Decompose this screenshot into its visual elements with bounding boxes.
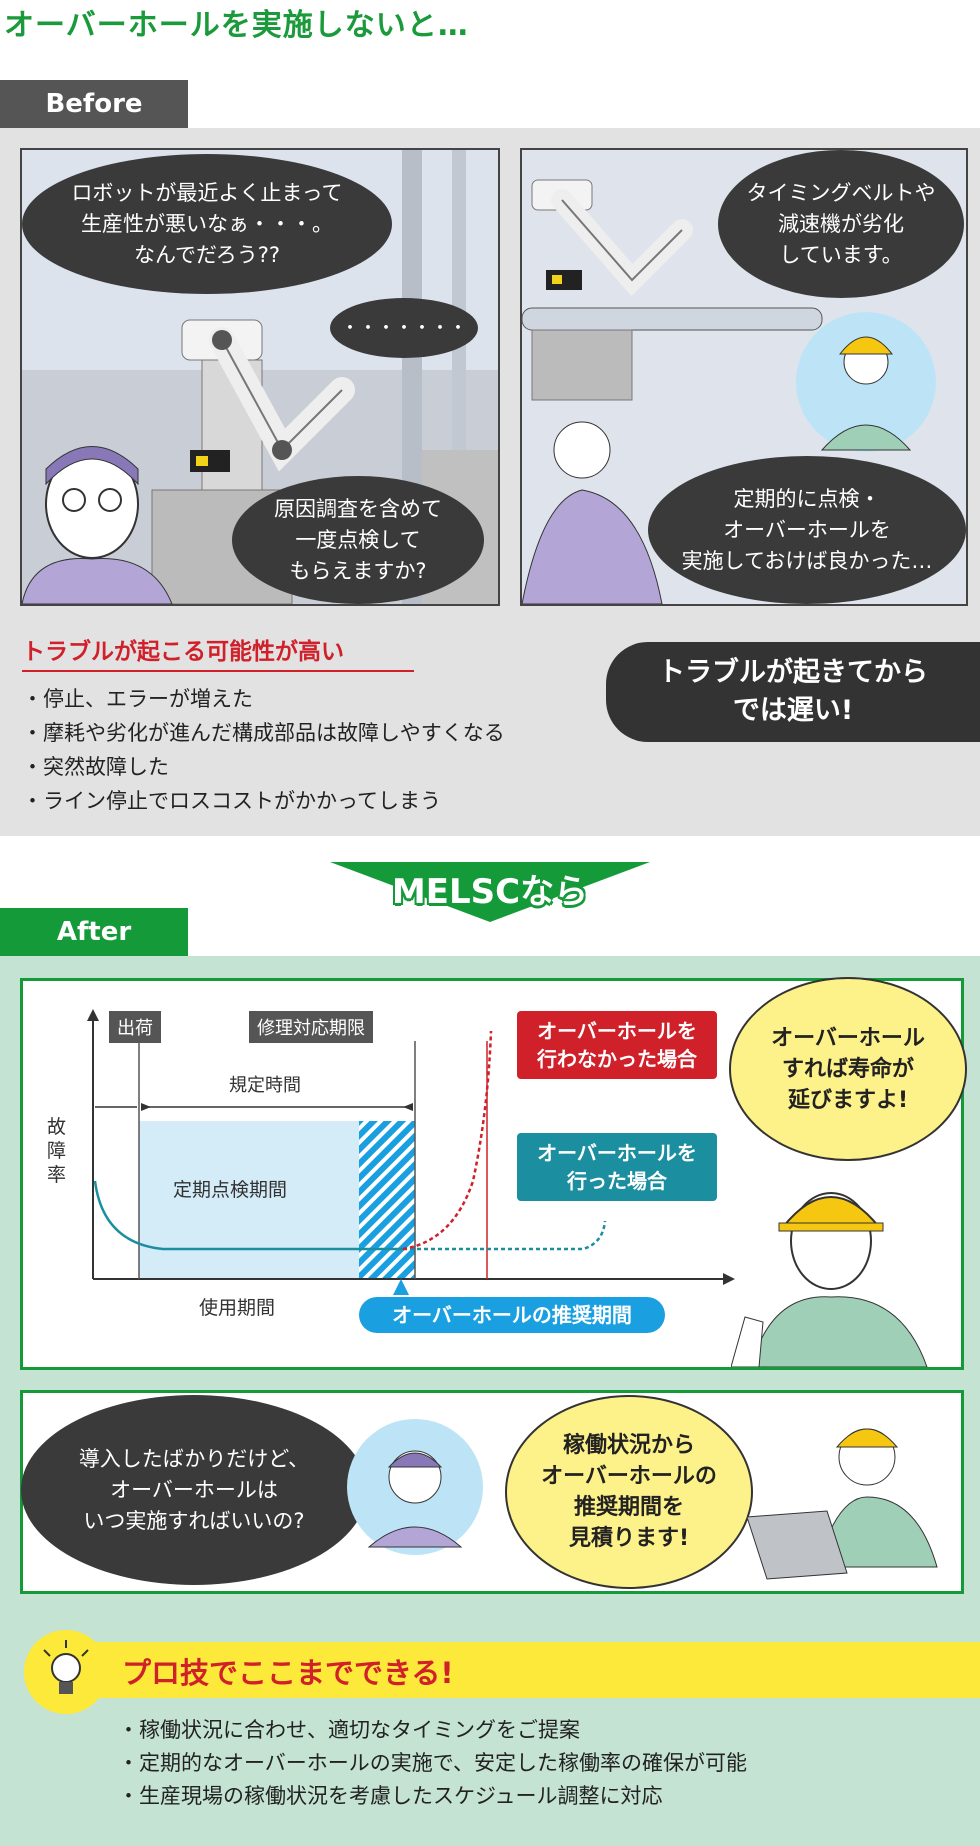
speech-bubble-parts-degraded: タイミングベルトや 減速機が劣化 しています。 bbox=[718, 150, 964, 298]
before-tab: Before bbox=[0, 80, 188, 128]
list-item: 定期的なオーバーホールの実施で、安定した稼働率の確保が可能 bbox=[118, 1747, 958, 1780]
after-tab: After bbox=[0, 908, 188, 956]
list-item: 稼働状況に合わせ、適切なタイミングをご提案 bbox=[118, 1714, 958, 1747]
y-axis-label: 故障率 bbox=[47, 1116, 67, 1186]
customer-avatar-icon bbox=[347, 1419, 483, 1555]
worker-laptop-icon bbox=[747, 1428, 938, 1580]
speech-bubble-dots: ・・・・・・・ bbox=[330, 298, 478, 358]
page-title: オーバーホールを実施しないと… bbox=[4, 8, 469, 43]
tip-list: 稼働状況に合わせ、適切なタイミングをご提案 定期的なオーバーホールの実施で、安定… bbox=[118, 1714, 958, 1813]
lifecycle-graph-box: 故障率 使用期間 出荷 修理対応期限 規定時間 定期点検期間 オーバーホールを … bbox=[20, 977, 967, 1370]
recommended-period-tag: オーバーホールの推奨期間 bbox=[359, 1297, 665, 1333]
tip-bar bbox=[62, 1642, 980, 1698]
list-item: 摩耗や劣化が進んだ構成部品は故障しやすくなる bbox=[22, 716, 622, 750]
worried-customer-icon bbox=[22, 446, 173, 604]
no-overhaul-tag: オーバーホールを 行わなかった場合 bbox=[517, 1011, 717, 1079]
overhaul-tag: オーバーホールを 行った場合 bbox=[517, 1133, 717, 1201]
spec-time-label: 規定時間 bbox=[229, 1075, 301, 1096]
list-item: 生産現場の稼働状況を考慮したスケジュール調整に対応 bbox=[118, 1780, 958, 1813]
trouble-heading: トラブルが起こる可能性が高い bbox=[22, 632, 414, 672]
before-panel-1: ロボットが最近よく止まって 生産性が悪いなぁ・・・。 なんでだろう?? ・・・・… bbox=[20, 148, 500, 606]
speech-bubble-when-to-overhaul: 導入したばかりだけど、 オーバーホールは いつ実施すればいいの? bbox=[21, 1395, 367, 1585]
tip-title: プロ技でここまでできる! bbox=[122, 1656, 454, 1690]
failure-rate-graph bbox=[87, 1009, 735, 1295]
speech-bubble-robot-stopping: ロボットが最近よく止まって 生産性が悪いなぁ・・・。 なんでだろう?? bbox=[22, 154, 392, 294]
speech-bubble-regret: 定期的に点検・ オーバーホールを 実施しておけば良かった… bbox=[648, 456, 966, 604]
list-item: 突然故障した bbox=[22, 750, 622, 784]
melsc-label: MELSCなら bbox=[391, 872, 589, 912]
consultation-box: 導入したばかりだけど、 オーバーホールは いつ実施すればいいの? 稼働状況から … bbox=[20, 1390, 964, 1594]
periodic-inspection-label: 定期点検期間 bbox=[173, 1179, 288, 1201]
speech-bubble-extend-life: オーバーホール すれば寿命が 延びますよ! bbox=[729, 977, 967, 1161]
list-item: 停止、エラーが増えた bbox=[22, 682, 622, 716]
too-late-banner: トラブルが起きてから では遅い! bbox=[606, 642, 980, 742]
shipping-tag: 出荷 bbox=[109, 1011, 161, 1043]
helmet-worker-icon bbox=[731, 1192, 928, 1367]
speech-bubble-estimate: 稼働状況から オーバーホールの 推奨期間を 見積ります! bbox=[505, 1395, 753, 1589]
down-arrow-icon bbox=[330, 862, 650, 922]
before-panel-2: タイミングベルトや 減速機が劣化 しています。 定期的に点検・ オーバーホールを… bbox=[520, 148, 968, 606]
x-axis-label: 使用期間 bbox=[199, 1297, 276, 1319]
repair-deadline-tag: 修理対応期限 bbox=[249, 1011, 373, 1043]
trouble-list: 停止、エラーが増えた 摩耗や劣化が進んだ構成部品は故障しやすくなる 突然故障した… bbox=[22, 682, 622, 818]
speech-bubble-request-inspection: 原因調査を含めて 一度点検して もらえますか? bbox=[232, 476, 484, 604]
list-item: ライン停止でロスコストがかかってしまう bbox=[22, 784, 622, 818]
lightbulb-icon bbox=[24, 1630, 108, 1714]
